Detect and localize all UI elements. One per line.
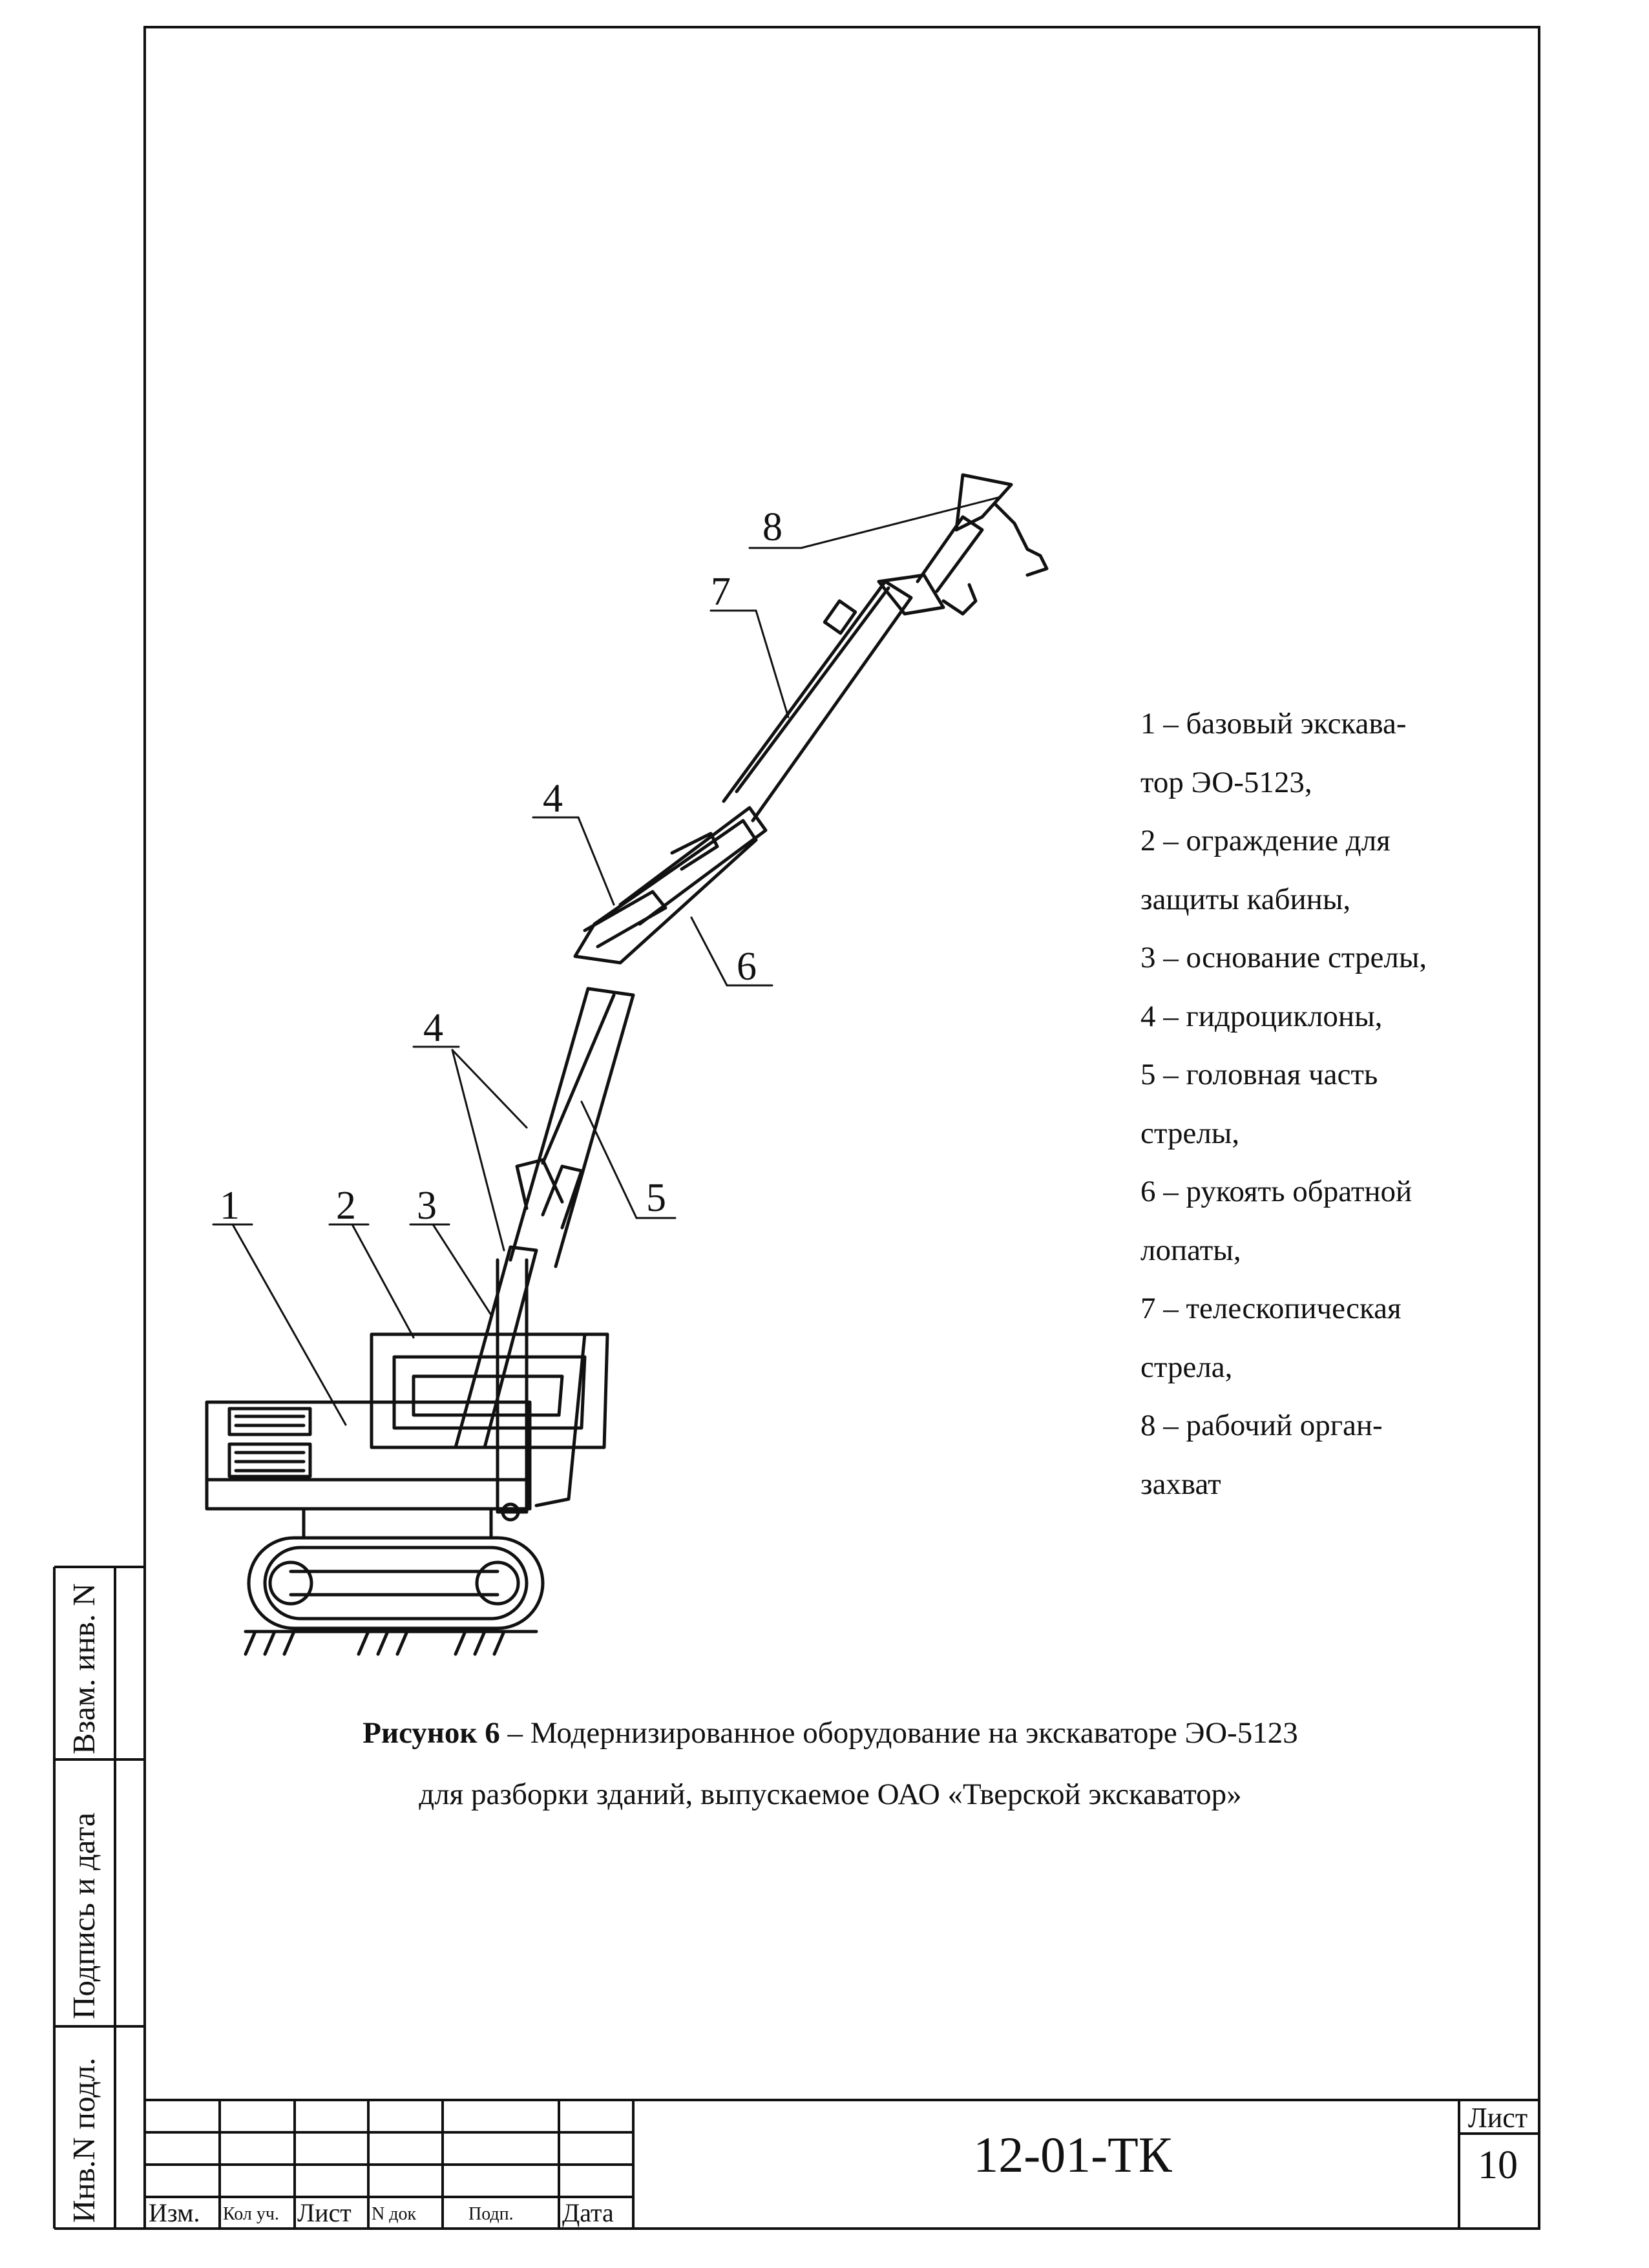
caption-line-2: для разборки зданий, выпускаемое ОАО «Тв… xyxy=(419,1778,1242,1811)
legend-line: 4 – гидроциклоны, xyxy=(1140,999,1383,1033)
legend-line: 8 – рабочий орган- xyxy=(1140,1409,1383,1442)
tb-kol-uch: Кол уч. xyxy=(223,2204,279,2224)
tb-podp: Подп. xyxy=(468,2204,514,2224)
legend-line: 3 – основание стрелы, xyxy=(1140,941,1427,974)
callout-3: 3 xyxy=(417,1184,437,1228)
figure-legend: 1 – базовый экскава- тор ЭО-5123, 2 – ог… xyxy=(1140,695,1528,1513)
callout-5: 5 xyxy=(646,1176,666,1220)
ground-hatching xyxy=(244,1630,538,1656)
boom-base xyxy=(454,1245,538,1522)
legend-line: защиты кабины, xyxy=(1140,882,1351,916)
tb-n-dok: N док xyxy=(372,2204,417,2224)
figure-caption: Рисунок 6 – Модернизированное оборудован… xyxy=(246,1703,1415,1825)
legend-line: 7 – телескопическая xyxy=(1140,1292,1402,1325)
callout-4-lower: 4 xyxy=(423,1006,443,1050)
base-excavator-body xyxy=(205,1400,532,1511)
boom-head xyxy=(509,987,635,1268)
legend-line: стрела, xyxy=(1140,1350,1233,1384)
leader-lines xyxy=(212,496,1000,1426)
callout-8: 8 xyxy=(762,505,782,549)
legend-line: 2 – ограждение для xyxy=(1140,824,1391,857)
callout-2: 2 xyxy=(336,1184,356,1228)
tb-list: Лист xyxy=(297,2198,352,2227)
stick xyxy=(573,806,768,965)
legend-line: 1 – базовый экскава- xyxy=(1140,707,1407,740)
caption-text: – Модернизированное оборудование на экск… xyxy=(499,1716,1298,1750)
crawler-tracks xyxy=(247,1507,545,1630)
gripper xyxy=(916,473,1049,616)
sheet-label: Лист xyxy=(1467,2102,1528,2134)
stamp-signature-date: Подпись и дата xyxy=(66,1812,101,2019)
caption-line-1: Рисунок 6 – Модернизированное оборудован… xyxy=(246,1703,1415,1764)
legend-line: стрелы, xyxy=(1140,1116,1240,1150)
document-code: 12-01-ТК xyxy=(973,2126,1172,2183)
legend-line: лопаты, xyxy=(1140,1233,1241,1267)
tb-izm: Изм. xyxy=(149,2198,200,2227)
cab-guard xyxy=(370,1332,609,1507)
stamp-vzam-inv: Взам. инв. N xyxy=(66,1583,101,1754)
callout-6: 6 xyxy=(737,945,757,989)
callout-7: 7 xyxy=(711,570,731,614)
legend-line: 5 – головная часть xyxy=(1140,1058,1378,1091)
stamp-inv-podl: Инв.N подл. xyxy=(66,2057,101,2223)
callout-4-upper: 4 xyxy=(543,777,563,821)
legend-line: 6 – рукоять обратной xyxy=(1140,1175,1413,1208)
callout-1: 1 xyxy=(220,1184,240,1228)
sheet-number: 10 xyxy=(1478,2143,1518,2187)
tb-data: Дата xyxy=(562,2198,614,2227)
legend-line: тор ЭО-5123, xyxy=(1140,765,1312,799)
caption-label: Рисунок 6 xyxy=(362,1716,500,1750)
legend-line: захват xyxy=(1140,1467,1221,1501)
telescopic-boom xyxy=(722,573,945,823)
